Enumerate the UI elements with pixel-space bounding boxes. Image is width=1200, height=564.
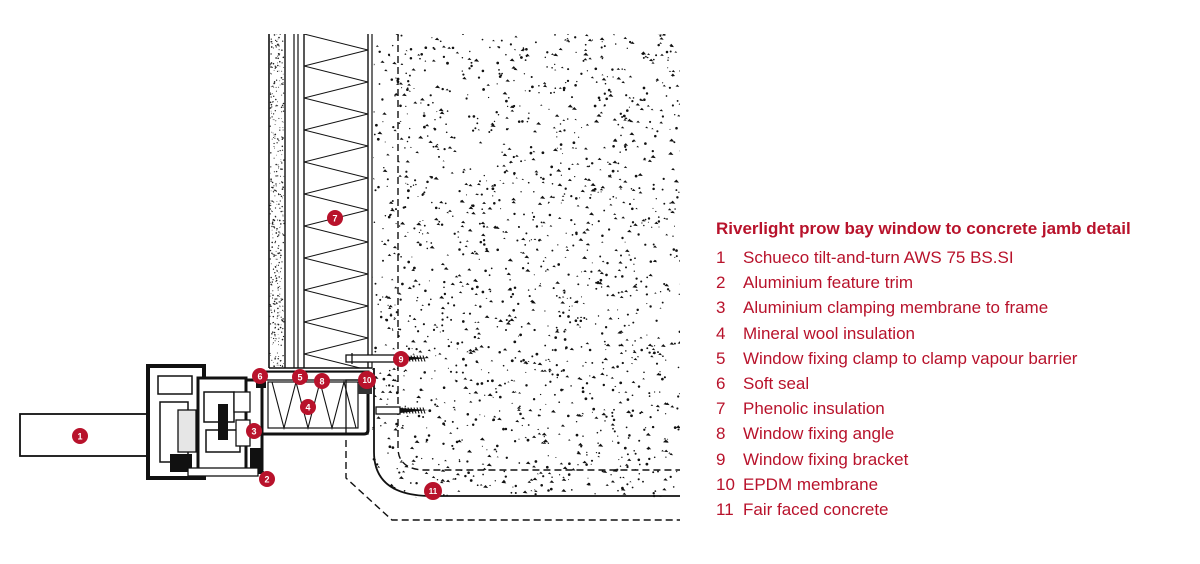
legend-title: Riverlight prow bay window to concrete j…: [716, 219, 1131, 238]
concrete-edge-line: [373, 368, 680, 497]
marker-6: 6: [252, 368, 268, 384]
svg-text:10: 10: [363, 376, 372, 385]
svg-text:7: 7: [332, 214, 337, 224]
concrete-mass: [345, 34, 680, 521]
svg-text:6: 6: [257, 372, 262, 382]
legend-item: 1 Schueco tilt-and-turn AWS 75 BS.SI: [716, 245, 1186, 270]
legend-item: 9 Window fixing bracket: [716, 447, 1186, 472]
legend-item: 3 Aluminium clamping membrane to frame: [716, 295, 1186, 320]
legend-number: 4: [716, 323, 726, 343]
fixing-bracket-screw-upper: [345, 353, 428, 364]
legend-number: 11: [716, 500, 734, 520]
marker-11: 11: [424, 482, 442, 500]
legend-label: Aluminium clamping membrane to frame: [743, 298, 1049, 318]
marker-10: 10: [358, 371, 376, 389]
marker-7: 7: [327, 210, 343, 226]
svg-text:3: 3: [251, 427, 256, 437]
legend-item: 6 Soft seal: [716, 371, 1186, 396]
legend-label: Mineral wool insulation: [743, 323, 915, 343]
legend-number: 5: [716, 348, 726, 368]
legend-label: EPDM membrane: [743, 474, 879, 494]
legend-number: 8: [716, 424, 726, 444]
legend-label: Window fixing angle: [743, 424, 895, 444]
svg-text:1: 1: [77, 432, 82, 442]
marker-2: 2: [259, 471, 275, 487]
legend-number: 9: [716, 449, 726, 469]
svg-text:11: 11: [429, 487, 438, 496]
svg-text:5: 5: [297, 373, 302, 383]
marker-4: 4: [300, 399, 316, 415]
marker-3: 3: [246, 423, 262, 439]
phenolic-insulation-hatch: [304, 34, 368, 368]
legend-label: Window fixing bracket: [743, 449, 909, 469]
legend-label: Soft seal: [743, 374, 810, 394]
window-frame-section: [19, 364, 269, 483]
legend-number: 10: [716, 474, 735, 494]
legend-label: Window fixing clamp to clamp vapour barr…: [743, 348, 1078, 368]
legend-label: Aluminium feature trim: [743, 273, 914, 293]
legend-number: 6: [716, 374, 726, 394]
legend-item: 7 Phenolic insulation: [716, 396, 1186, 421]
legend-number: 2: [716, 273, 726, 293]
legend: Riverlight prow bay window to concrete j…: [716, 218, 1186, 522]
wall-buildup: [268, 34, 373, 369]
legend-number: 1: [716, 248, 726, 267]
marker-9: 9: [393, 351, 409, 367]
marker-8: 8: [314, 373, 330, 389]
legend-item: 11 Fair faced concrete: [716, 497, 1186, 522]
legend-item: 5 Window fixing clamp to clamp vapour bar…: [716, 346, 1186, 371]
legend-item: 8 Window fixing angle: [716, 421, 1186, 446]
reveal-dashed-line: [345, 440, 680, 521]
svg-text:2: 2: [264, 475, 269, 485]
svg-text:9: 9: [398, 355, 403, 365]
legend-label: Fair faced concrete: [743, 500, 889, 520]
marker-5: 5: [292, 369, 308, 385]
legend-number: 7: [716, 399, 726, 419]
legend-item: 4 Mineral wool insulation: [716, 321, 1186, 346]
marker-1: 1: [72, 428, 88, 444]
legend-label: Phenolic insulation: [743, 399, 885, 419]
legend-label: Schueco tilt-and-turn AWS 75 BS.SI: [743, 248, 1014, 267]
fixing-bracket-screw-lower: [375, 406, 428, 415]
concrete-offset-dashed-line: [397, 34, 680, 471]
svg-text:4: 4: [305, 403, 310, 413]
legend-item: 2 Aluminium feature trim: [716, 270, 1186, 295]
legend-number: 3: [716, 298, 726, 318]
svg-text:8: 8: [319, 377, 324, 387]
legend-item: 10 EPDM membrane: [716, 472, 1186, 497]
jamb-detail-drawing: 1 2 3 4 5 6 7 8 9 10 11: [19, 34, 680, 521]
